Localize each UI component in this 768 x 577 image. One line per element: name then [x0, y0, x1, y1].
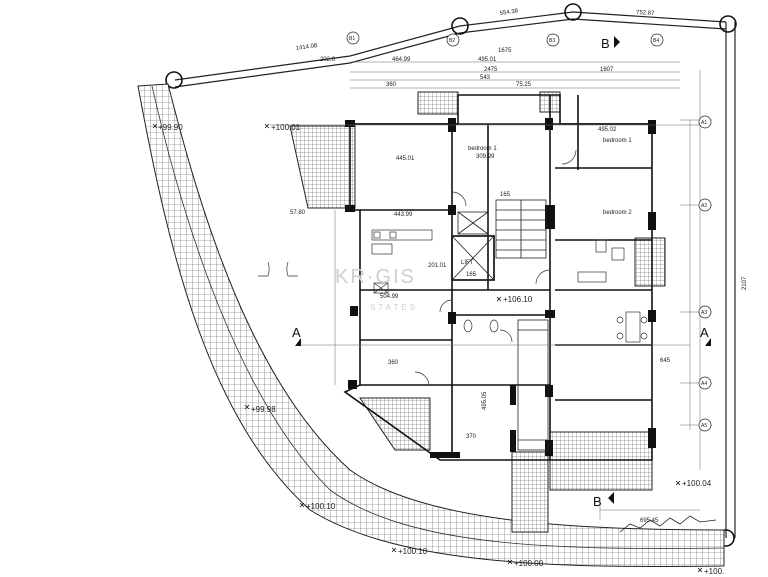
- grid-col-label: B2: [449, 38, 455, 44]
- room-label: bedroom 1: [603, 138, 632, 144]
- elevation-label: +100.00: [514, 559, 544, 568]
- top-dim: 202.6: [320, 57, 336, 63]
- grid-row-label: A4: [701, 381, 707, 387]
- section-label-b-top: B: [601, 36, 610, 51]
- side-dim: 57.80: [290, 210, 306, 216]
- top-dim: 360: [386, 82, 397, 88]
- side-dim: 695.45: [640, 518, 659, 524]
- elevation-label: +106.10: [503, 295, 533, 304]
- grid-row-label: A5: [701, 423, 707, 429]
- section-label-b-bottom: B: [593, 494, 602, 509]
- boundary-dim: 2107: [742, 276, 748, 290]
- room-label: LIFT: [461, 260, 474, 266]
- grid-row-label: A2: [701, 203, 707, 209]
- paved-walkway: [137, 83, 725, 567]
- top-dim: 1675: [498, 48, 512, 54]
- grid-col-label: B4: [653, 38, 659, 44]
- fixtures: [371, 229, 648, 343]
- elevation-label: +100.04: [682, 479, 712, 488]
- room-dim: 309.99: [476, 154, 495, 160]
- terraces: [289, 91, 666, 533]
- room-dim: 495.02: [598, 127, 617, 133]
- elevation-label: +100.10: [398, 547, 428, 556]
- section-markers: [295, 36, 711, 504]
- room-label: bedroom 2: [603, 210, 632, 216]
- room-dim: 165: [466, 272, 477, 278]
- elevation-label: +99.98: [251, 405, 276, 414]
- section-label-a-right: A: [700, 325, 709, 340]
- plot-boundary: [174, 11, 736, 538]
- dimension-lines: [270, 61, 712, 520]
- room-label: bedroom 1: [468, 146, 497, 152]
- room-dim: 360: [388, 360, 399, 366]
- top-dim: 1607: [600, 67, 614, 73]
- grid-row-label: A1: [701, 120, 707, 126]
- room-dim: 495.05: [482, 391, 488, 410]
- section-label-a-left: A: [292, 325, 301, 340]
- top-dim: 2475: [484, 67, 498, 73]
- watermark-line2: STATES: [370, 303, 418, 312]
- top-dim: 75.25: [516, 82, 532, 88]
- watermark-line1: KR·GIS: [335, 266, 416, 288]
- top-dim: 165: [500, 192, 511, 198]
- building-walls: [343, 94, 653, 461]
- elevation-label: +100.10: [306, 502, 336, 511]
- level-markers: [152, 123, 703, 573]
- grid-axes: [346, 31, 712, 432]
- boundary-dim: 1414.08: [295, 43, 318, 52]
- elevation-label: +99.90: [158, 123, 183, 132]
- top-dim: 495.01: [478, 57, 497, 63]
- elevation-label: +100.01: [271, 123, 301, 132]
- room-dim: 443.99: [394, 212, 413, 218]
- side-dim: 645: [660, 358, 671, 364]
- boundary-markers: [165, 3, 737, 547]
- grid-col-label: B3: [549, 38, 555, 44]
- room-dim: 201.01: [428, 263, 447, 269]
- door-swings: [258, 149, 577, 387]
- room-dim: 370: [466, 434, 477, 440]
- room-dim: 504.99: [380, 294, 399, 300]
- elevation-label: +100.: [704, 567, 724, 576]
- top-dim: 543: [480, 75, 491, 81]
- grid-col-label: B1: [349, 36, 355, 42]
- boundary-dim: 554.38: [499, 8, 519, 17]
- boundary-dim: 752.87: [636, 10, 655, 17]
- room-dim: 445.01: [396, 156, 415, 162]
- stair-core: [451, 199, 549, 451]
- grid-row-label: A3: [701, 310, 707, 316]
- stepped-edge: [619, 515, 717, 533]
- top-dim: 464.99: [392, 57, 411, 63]
